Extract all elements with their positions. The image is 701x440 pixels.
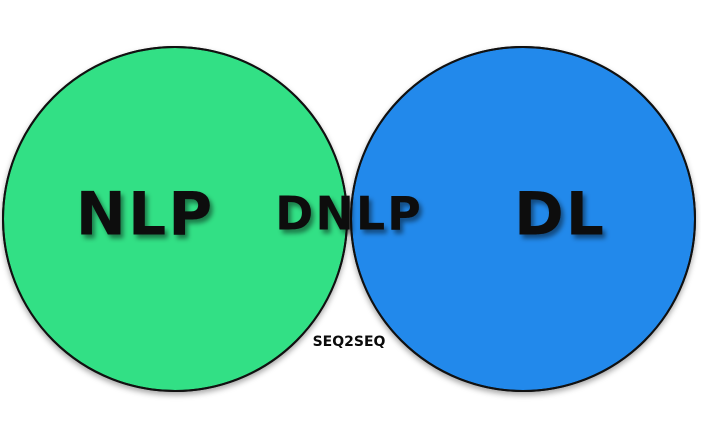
seq2seq-label: SEQ2SEQ (313, 334, 386, 350)
nlp-label: NLP (76, 180, 214, 250)
nlp-circle-outline (2, 46, 348, 392)
dl-circle-outline (350, 46, 696, 392)
dnlp-label: DNLP (275, 187, 423, 241)
dl-label: DL (514, 180, 606, 250)
